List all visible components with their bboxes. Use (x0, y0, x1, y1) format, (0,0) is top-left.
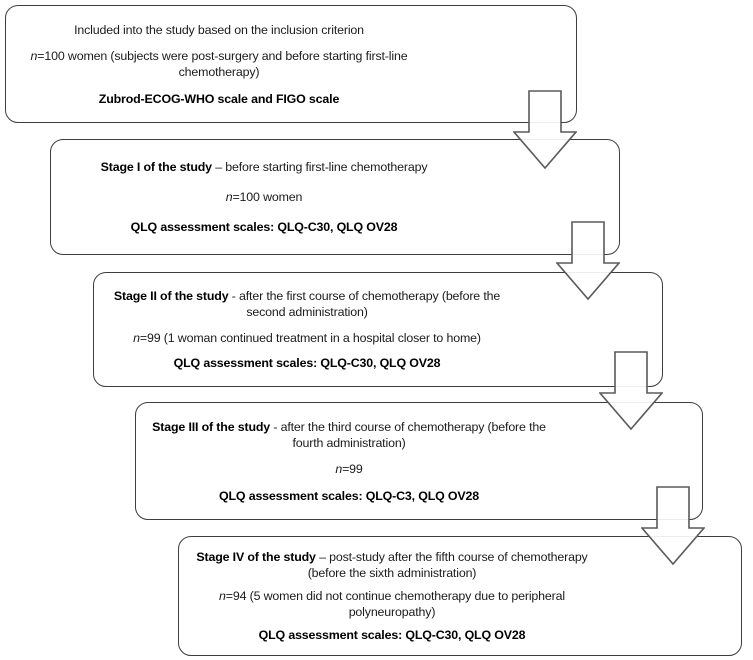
title-text: – post-study after the fifth course of c… (315, 550, 588, 564)
box-title: Stage I of the study – before starting f… (56, 159, 472, 175)
scales-line: Zubrod-ECOG-WHO scale and FIGO scale (11, 91, 427, 107)
box-scales: QLQ assessment scales: QLQ-C30, QLQ OV28 (99, 355, 515, 371)
title-bold: Stage III of the study (152, 419, 271, 434)
box-title: Stage II of the study - after the first … (99, 288, 515, 320)
box-title: Stage IV of the study – post-study after… (184, 549, 600, 581)
n-text: =94 (5 women did not continue chemothera… (225, 589, 565, 603)
scales-line: QLQ assessment scales: QLQ-C30, QLQ OV28 (56, 219, 472, 235)
title-line: Stage II of the study - after the first … (99, 288, 515, 304)
title-cont: (before the sixth administration) (307, 566, 477, 580)
box-sample-size: n=99 (141, 461, 557, 477)
n-runs: n=99 (335, 461, 362, 477)
scales-text: QLQ assessment scales: QLQ-C3, QLQ OV28 (219, 488, 479, 503)
n-runs: n=94 (5 women did not continue chemother… (219, 588, 565, 604)
flow-box-stage-3: Stage III of the study - after the third… (135, 402, 703, 520)
title-runs: Stage III of the study - after the third… (152, 419, 546, 435)
n-cont: chemotherapy) (178, 65, 260, 79)
title-bold: Stage II of the study (113, 288, 229, 303)
box-scales: Zubrod-ECOG-WHO scale and FIGO scale (11, 91, 427, 107)
n-symbol: n (133, 330, 140, 345)
n-line: n=99 (1 woman continued treatment in a h… (99, 330, 515, 346)
n-text: =99 (1 woman continued treatment in a ho… (139, 330, 481, 345)
box-title: Included into the study based on the inc… (11, 22, 427, 38)
n-line: n=100 women (56, 189, 472, 205)
title-text: - after the first course of chemotherapy… (228, 288, 501, 303)
title-bold: Stage IV of the study (196, 550, 316, 564)
n-line: n=100 women (subjects were post-surgery … (11, 48, 427, 64)
title-cont: fourth administration) (292, 435, 406, 450)
title-bold: Stage I of the study (100, 160, 212, 174)
n-runs: n=99 (1 woman continued treatment in a h… (133, 330, 481, 346)
box-sample-size: n=100 women (subjects were post-surgery … (11, 48, 427, 80)
n-symbol: n (30, 49, 38, 63)
box-scales: QLQ assessment scales: QLQ-C30, QLQ OV28 (56, 219, 472, 235)
n-line-2: polyneuropathy) (184, 604, 600, 620)
n-text: =100 women (subjects were post-surgery a… (37, 49, 408, 63)
title-cont: second administration) (246, 304, 368, 319)
n-line: n=94 (5 women did not continue chemother… (184, 588, 600, 604)
box-title: Stage III of the study - after the third… (141, 419, 557, 451)
flow-box-inclusion: Included into the study based on the inc… (5, 5, 577, 123)
box-sample-size: n=94 (5 women did not continue chemother… (184, 588, 600, 620)
n-symbol: n (335, 462, 343, 476)
scales-text: QLQ assessment scales: QLQ-C30, QLQ OV28 (173, 356, 441, 371)
title-text: – before starting first-line chemotherap… (211, 160, 428, 174)
box-sample-size: n=100 women (56, 189, 472, 205)
scales-line: QLQ assessment scales: QLQ-C30, QLQ OV28 (99, 355, 515, 371)
title-line: Stage IV of the study – post-study after… (184, 549, 600, 565)
n-line: n=99 (141, 461, 557, 477)
flow-box-stage-1: Stage I of the study – before starting f… (50, 139, 620, 255)
title-line-2: (before the sixth administration) (184, 565, 600, 581)
title-runs: Stage I of the study – before starting f… (101, 159, 428, 175)
flow-box-stage-2: Stage II of the study - after the first … (93, 272, 663, 387)
n-symbol: n (225, 190, 233, 204)
title-text: - after the third course of chemotherapy… (270, 419, 546, 434)
title-line: Stage III of the study - after the third… (141, 419, 557, 435)
title-line: Stage I of the study – before starting f… (56, 159, 472, 175)
n-text: =99 (342, 462, 363, 476)
scales-line: QLQ assessment scales: QLQ-C30, QLQ OV28 (184, 627, 600, 643)
n-runs: n=100 women (226, 189, 303, 205)
n-text: =100 women (232, 190, 303, 204)
title-line-2: fourth administration) (141, 435, 557, 451)
box-sample-size: n=99 (1 woman continued treatment in a h… (99, 330, 515, 346)
n-symbol: n (219, 589, 226, 603)
flow-box-stage-4: Stage IV of the study – post-study after… (178, 536, 742, 656)
scales-line: QLQ assessment scales: QLQ-C3, QLQ OV28 (141, 488, 557, 504)
n-cont: polyneuropathy) (348, 605, 436, 619)
box-scales: QLQ assessment scales: QLQ-C3, QLQ OV28 (141, 488, 557, 504)
title-runs: Stage IV of the study – post-study after… (196, 549, 587, 565)
n-runs: n=100 women (subjects were post-surgery … (31, 48, 408, 64)
title-runs: Included into the study based on the inc… (74, 22, 364, 38)
title-line-2: second administration) (99, 304, 515, 320)
scales-text: QLQ assessment scales: QLQ-C30, QLQ OV28 (130, 220, 398, 234)
title-line: Included into the study based on the inc… (11, 22, 427, 38)
scales-text: Zubrod-ECOG-WHO scale and FIGO scale (98, 91, 340, 106)
box-scales: QLQ assessment scales: QLQ-C30, QLQ OV28 (184, 627, 600, 643)
title-runs: Stage II of the study - after the first … (114, 288, 500, 304)
title-text: Included into the study based on the inc… (74, 22, 364, 37)
scales-text: QLQ assessment scales: QLQ-C30, QLQ OV28 (258, 628, 526, 642)
n-line-2: chemotherapy) (11, 64, 427, 80)
